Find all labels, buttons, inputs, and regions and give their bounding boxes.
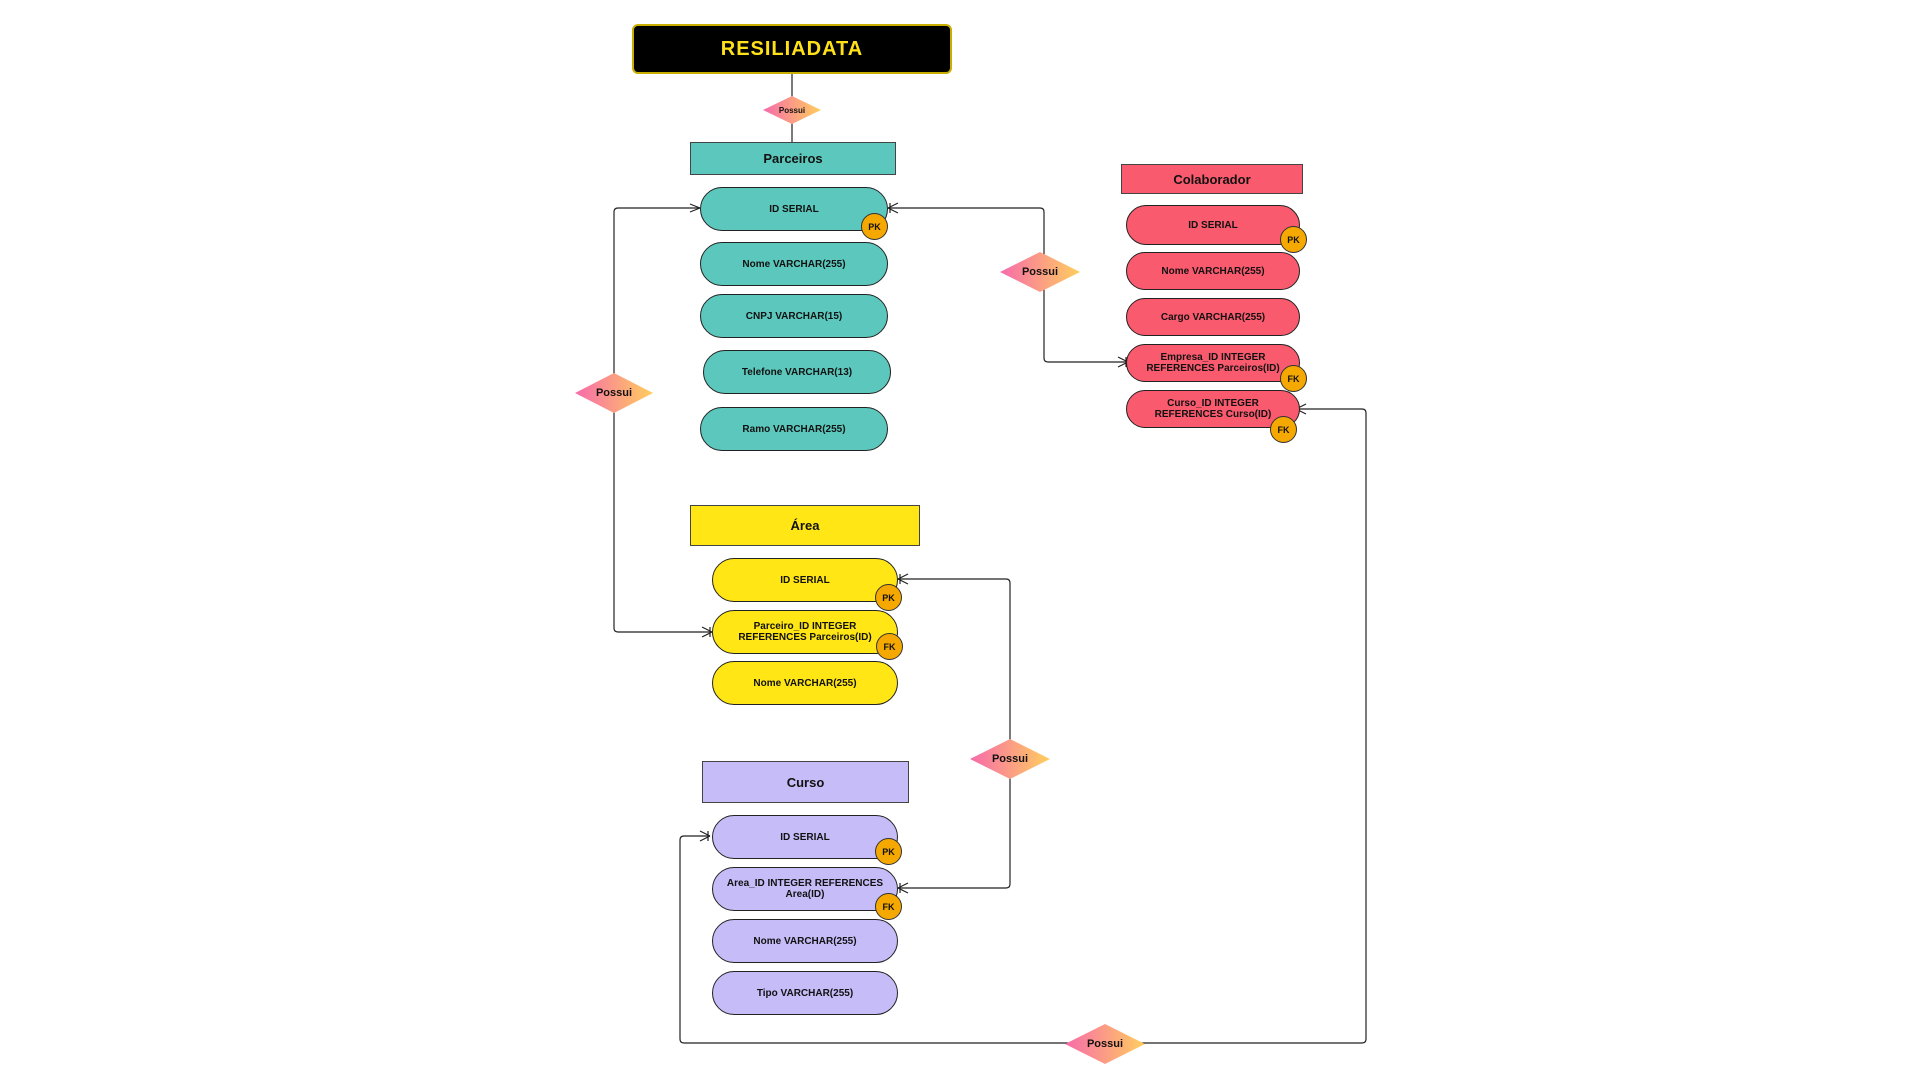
pk-badge: PK xyxy=(1280,226,1307,253)
area-attr-id: ID SERIAL xyxy=(712,558,898,602)
relationship-label-title: Possui xyxy=(778,105,806,115)
pk-badge: PK xyxy=(875,838,902,865)
relationship-diamond-parceiros-colaborador xyxy=(1000,252,1080,292)
pk-badge: PK xyxy=(875,584,902,611)
relationship-diamond-title xyxy=(763,96,821,124)
fk-badge: FK xyxy=(1270,416,1297,443)
entity-curso: Curso xyxy=(702,761,909,803)
colaborador-attr-id: ID SERIAL xyxy=(1126,205,1300,245)
curso-attr-id: ID SERIAL xyxy=(712,815,898,859)
pk-badge: PK xyxy=(861,213,888,240)
colaborador-attr-empresa-id: Empresa_ID INTEGER REFERENCES Parceiros(… xyxy=(1126,344,1300,382)
relationship-diamond-area-curso xyxy=(970,739,1050,779)
colaborador-attr-cargo: Cargo VARCHAR(255) xyxy=(1126,298,1300,336)
curso-attr-area-id: Area_ID INTEGER REFERENCES Area(ID) xyxy=(712,867,898,911)
parceiros-attr-cnpj: CNPJ VARCHAR(15) xyxy=(700,294,888,338)
relationship-label-parceiros-colaborador: Possui xyxy=(1021,266,1059,278)
area-attr-nome: Nome VARCHAR(255) xyxy=(712,661,898,705)
entity-parceiros: Parceiros xyxy=(690,142,896,175)
relationship-label-parceiros-area: Possui xyxy=(595,387,633,399)
parceiros-attr-id: ID SERIAL xyxy=(700,187,888,231)
parceiros-attr-nome: Nome VARCHAR(255) xyxy=(700,242,888,286)
relationship-diamond-curso-colaborador xyxy=(1065,1024,1145,1064)
parceiros-attr-ramo: Ramo VARCHAR(255) xyxy=(700,407,888,451)
parceiros-attr-telefone: Telefone VARCHAR(13) xyxy=(703,350,891,394)
entity-area: Área xyxy=(690,505,920,546)
curso-attr-nome: Nome VARCHAR(255) xyxy=(712,919,898,963)
relationship-label-curso-colaborador: Possui xyxy=(1086,1038,1124,1050)
fk-badge: FK xyxy=(876,633,903,660)
relationship-label-area-curso: Possui xyxy=(991,753,1029,765)
relationship-diamond-parceiros-area xyxy=(575,373,653,413)
diagram-title: RESILIADATA xyxy=(632,24,952,74)
colaborador-attr-nome: Nome VARCHAR(255) xyxy=(1126,252,1300,290)
area-attr-parceiro-id: Parceiro_ID INTEGER REFERENCES Parceiros… xyxy=(712,610,898,654)
fk-badge: FK xyxy=(1280,365,1307,392)
curso-attr-tipo: Tipo VARCHAR(255) xyxy=(712,971,898,1015)
fk-badge: FK xyxy=(875,893,902,920)
entity-colaborador: Colaborador xyxy=(1121,164,1303,194)
